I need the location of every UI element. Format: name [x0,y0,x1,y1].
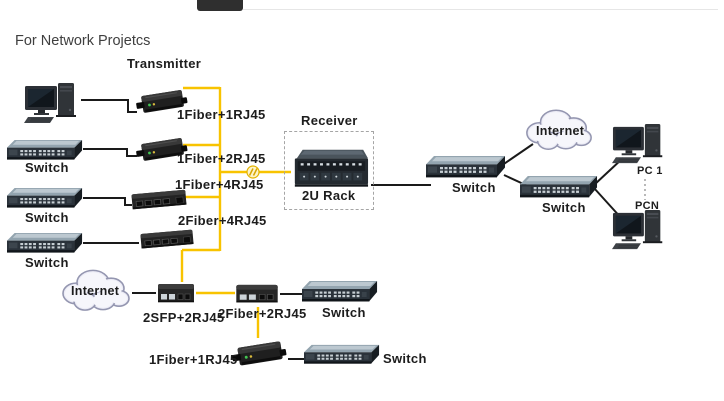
page-title: For Network Projetcs [15,33,151,49]
switch1-image [7,139,83,162]
ethernet-links [81,99,624,360]
cutoff-device-edge [197,0,243,11]
pc1-image [612,123,670,166]
fiber-break-icon [246,165,260,179]
switch2-image [7,187,83,210]
switch3-image [7,232,83,255]
converter-2fiber-4rj45-image [138,226,196,253]
converter3-label: 1Fiber+4RJ45 [175,177,264,192]
receiver-dashed-box [284,131,374,210]
separator-line [243,9,718,10]
fiber-links [180,86,291,338]
internet-cloud-bottom [58,263,134,316]
access-switch1-image [302,280,378,304]
rack-2u-image [288,145,370,191]
pcn-image [612,209,670,252]
converter4-label: 2Fiber+4RJ45 [178,213,267,228]
edge-switch-image [520,175,598,200]
converter-2sfp-label: 2SFP+2RJ45 [143,310,225,325]
converter-2sfp-2rj45-image [156,279,196,307]
link-pc-converter1 [81,99,137,113]
core-switch-image [426,155,506,180]
internet-cloud-top [522,103,596,155]
converter2-label: 1Fiber+2RJ45 [177,151,266,166]
converter-2fiber-2rj45-image [234,280,280,307]
converter-1fiber-2rj45-image [136,132,188,166]
rack-label: 2U Rack [302,188,356,203]
converter-1fiber-1rj45-image [136,84,188,118]
switch2-label: Switch [25,210,69,225]
converter1-label: 1Fiber+1RJ45 [177,107,266,122]
pc1-label: PC 1 [637,165,663,177]
converter-bottom-1fiber-1rj45-image [232,335,287,371]
pcn-label: PCN [635,200,660,212]
internet-bottom-label: Internet [71,284,120,298]
edge-switch-label: Switch [542,200,586,215]
access-switch2-image [304,344,380,366]
converter-bottom-label: 1Fiber+1RJ45 [149,352,238,367]
converter-1fiber-4rj45-image [129,186,189,214]
link-switch2-converter3 [83,197,132,206]
internet-top-label: Internet [536,124,585,138]
link-switch1-converter2 [83,148,137,157]
receiver-heading: Receiver [301,113,358,128]
access-switch1-label: Switch [322,305,366,320]
access-switch2-label: Switch [383,351,427,366]
workstation-image [24,82,84,126]
core-switch-label: Switch [452,180,496,195]
converter-2fiber-label: 2Fiber+2RJ45 [218,306,307,321]
switch1-label: Switch [25,160,69,175]
transmitter-heading: Transmitter [127,56,202,71]
switch3-label: Switch [25,255,69,270]
